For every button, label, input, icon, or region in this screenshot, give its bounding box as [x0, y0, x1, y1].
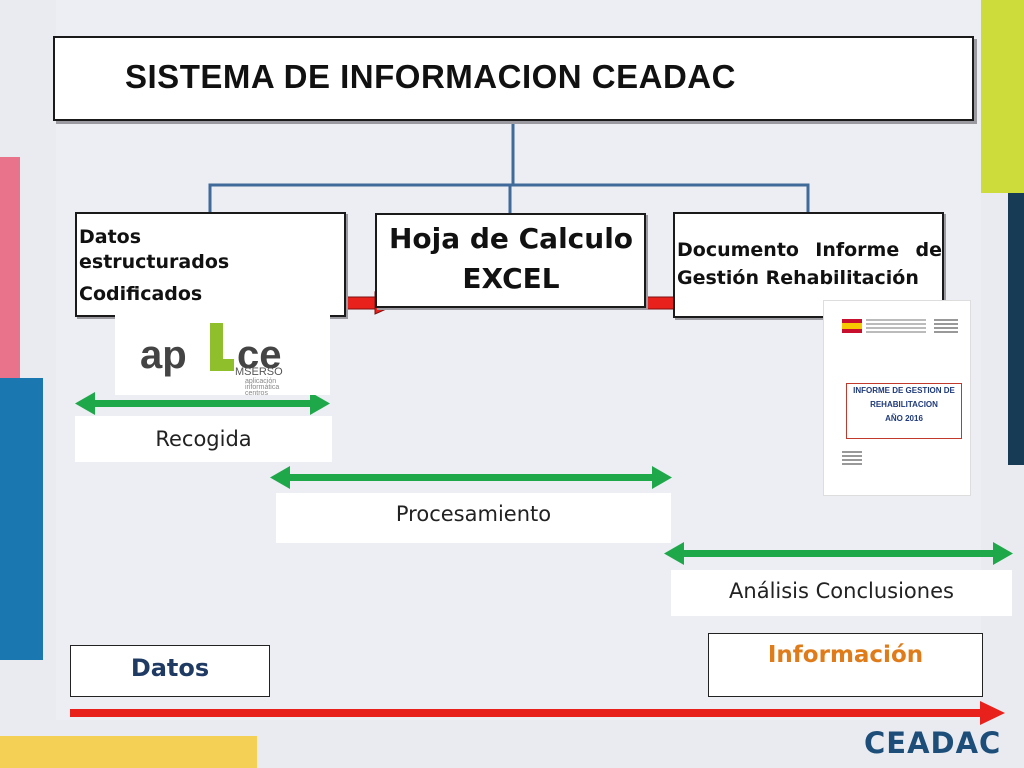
informe-label-line2: Gestión Rehabilitación [677, 267, 919, 289]
report-cover-line3: AÑO 2016 [885, 414, 923, 423]
report-cover-header-text [866, 319, 926, 333]
datos-label: Datos [130, 654, 210, 682]
green-arrow-recogida [75, 392, 330, 415]
aplice-brand-part2: ce [237, 333, 282, 377]
decor-lime-bar [981, 0, 1024, 193]
excel-box [375, 213, 646, 308]
datos-estructurados-label: Datos estructurados [79, 225, 229, 275]
informe-label-line1: Documento Informe de [677, 239, 942, 261]
informacion-label: Información [767, 642, 924, 668]
report-cover-logo-mark [934, 319, 958, 335]
svg-text:aplicación: aplicación [245, 378, 276, 385]
recogida-label: Recogida [75, 416, 332, 462]
datos-box [70, 645, 270, 697]
excel-label-line1: Hoja de Calculo [388, 222, 634, 255]
decor-navy-bar [1008, 193, 1024, 465]
aplice-logo: ap ce MSERSO aplicación informática cent… [115, 313, 330, 397]
report-cover-line2: REHABILITACION [870, 400, 938, 409]
title-box [53, 36, 974, 121]
procesamiento-label: Procesamiento [276, 493, 671, 543]
red-flow-arrow [70, 701, 1005, 725]
informacion-box [708, 633, 983, 697]
green-arrow-analisis [664, 542, 1013, 565]
datos-estructurados-line2: estructurados [79, 251, 230, 273]
report-cover-header-crest-yellow [842, 323, 862, 329]
analisis-conclusiones-label: Análisis Conclusiones [671, 570, 1012, 616]
report-cover-image: INFORME DE GESTION DE REHABILITACION AÑO… [823, 300, 971, 496]
decor-yellow-bar [0, 736, 257, 768]
aplice-sub: MSERSO [235, 366, 283, 378]
tree-connector-right [513, 183, 810, 212]
svg-text:centros: centros [245, 390, 268, 395]
report-cover-title-box: INFORME DE GESTION DE REHABILITACION AÑO… [846, 383, 962, 439]
codificados-label: Codificados [79, 283, 203, 305]
report-cover-line1: INFORME DE GESTION DE [853, 386, 955, 395]
datos-estructurados-line1: Datos [79, 226, 142, 248]
report-cover-footer-mark [842, 451, 862, 465]
green-arrow-procesamiento [270, 466, 672, 489]
decor-pink-bar [0, 157, 20, 379]
page-title: SISTEMA DE INFORMACION CEADAC [125, 58, 736, 95]
tree-connector-left [208, 183, 513, 212]
decor-blue-bar [0, 378, 43, 660]
aplice-brand-part1: ap [140, 333, 187, 377]
svg-text:informática: informática [245, 384, 279, 391]
excel-label-line2: EXCEL [462, 262, 560, 295]
ceadac-logo: CEADAC [864, 726, 1002, 760]
